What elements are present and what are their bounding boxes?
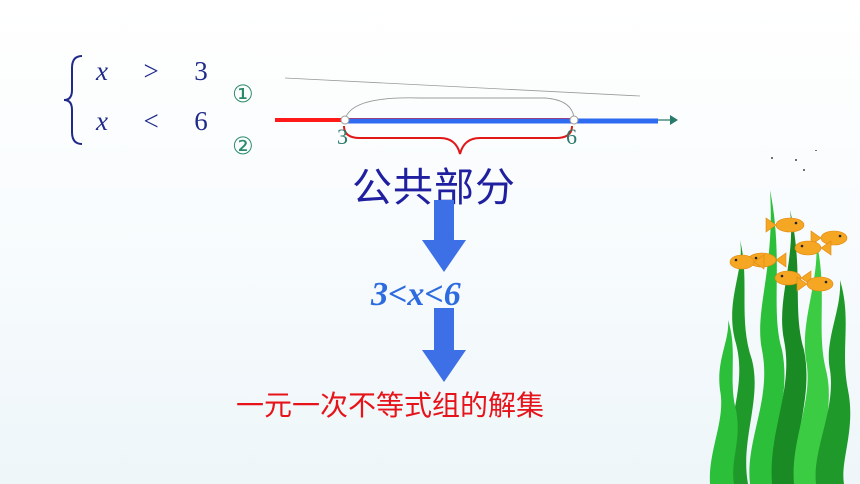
- inequality-1-operator: >: [143, 56, 159, 86]
- inequality-row-2: x < 6: [96, 106, 208, 137]
- down-arrow-icon: [422, 308, 466, 382]
- common-part-brace-icon: [343, 125, 573, 155]
- number-line: [275, 77, 678, 155]
- inequality-row-1: x > 3: [96, 56, 208, 87]
- inequality-system: x > 3 x < 6: [62, 52, 232, 152]
- seaweed-fish-decoration-icon: [709, 150, 851, 484]
- label-circle-2: ②: [232, 132, 254, 160]
- open-point-3: [340, 115, 350, 125]
- range-arc: [344, 97, 575, 121]
- down-arrow-icon: [422, 200, 466, 272]
- conclusion-text: 一元一次不等式组的解集: [236, 389, 545, 422]
- guide-line: [284, 77, 641, 97]
- tick-label-6: 6: [566, 124, 577, 149]
- inequality-2-value: 6: [194, 106, 208, 136]
- inequality-1-value: 3: [194, 56, 208, 86]
- label-circle-1: ①: [232, 80, 254, 108]
- tick-label-3: 3: [337, 124, 348, 149]
- common-part-text: 公共部分: [352, 165, 516, 211]
- open-point-6: [569, 115, 579, 125]
- system-brace-icon: [63, 55, 83, 145]
- axis-arrow-icon: [670, 115, 678, 125]
- inequality-2-operator: <: [143, 106, 159, 136]
- inequality-1-variable: x: [96, 56, 108, 86]
- inequality-2-variable: x: [96, 106, 108, 136]
- solution-set: 3<x<6: [371, 276, 461, 313]
